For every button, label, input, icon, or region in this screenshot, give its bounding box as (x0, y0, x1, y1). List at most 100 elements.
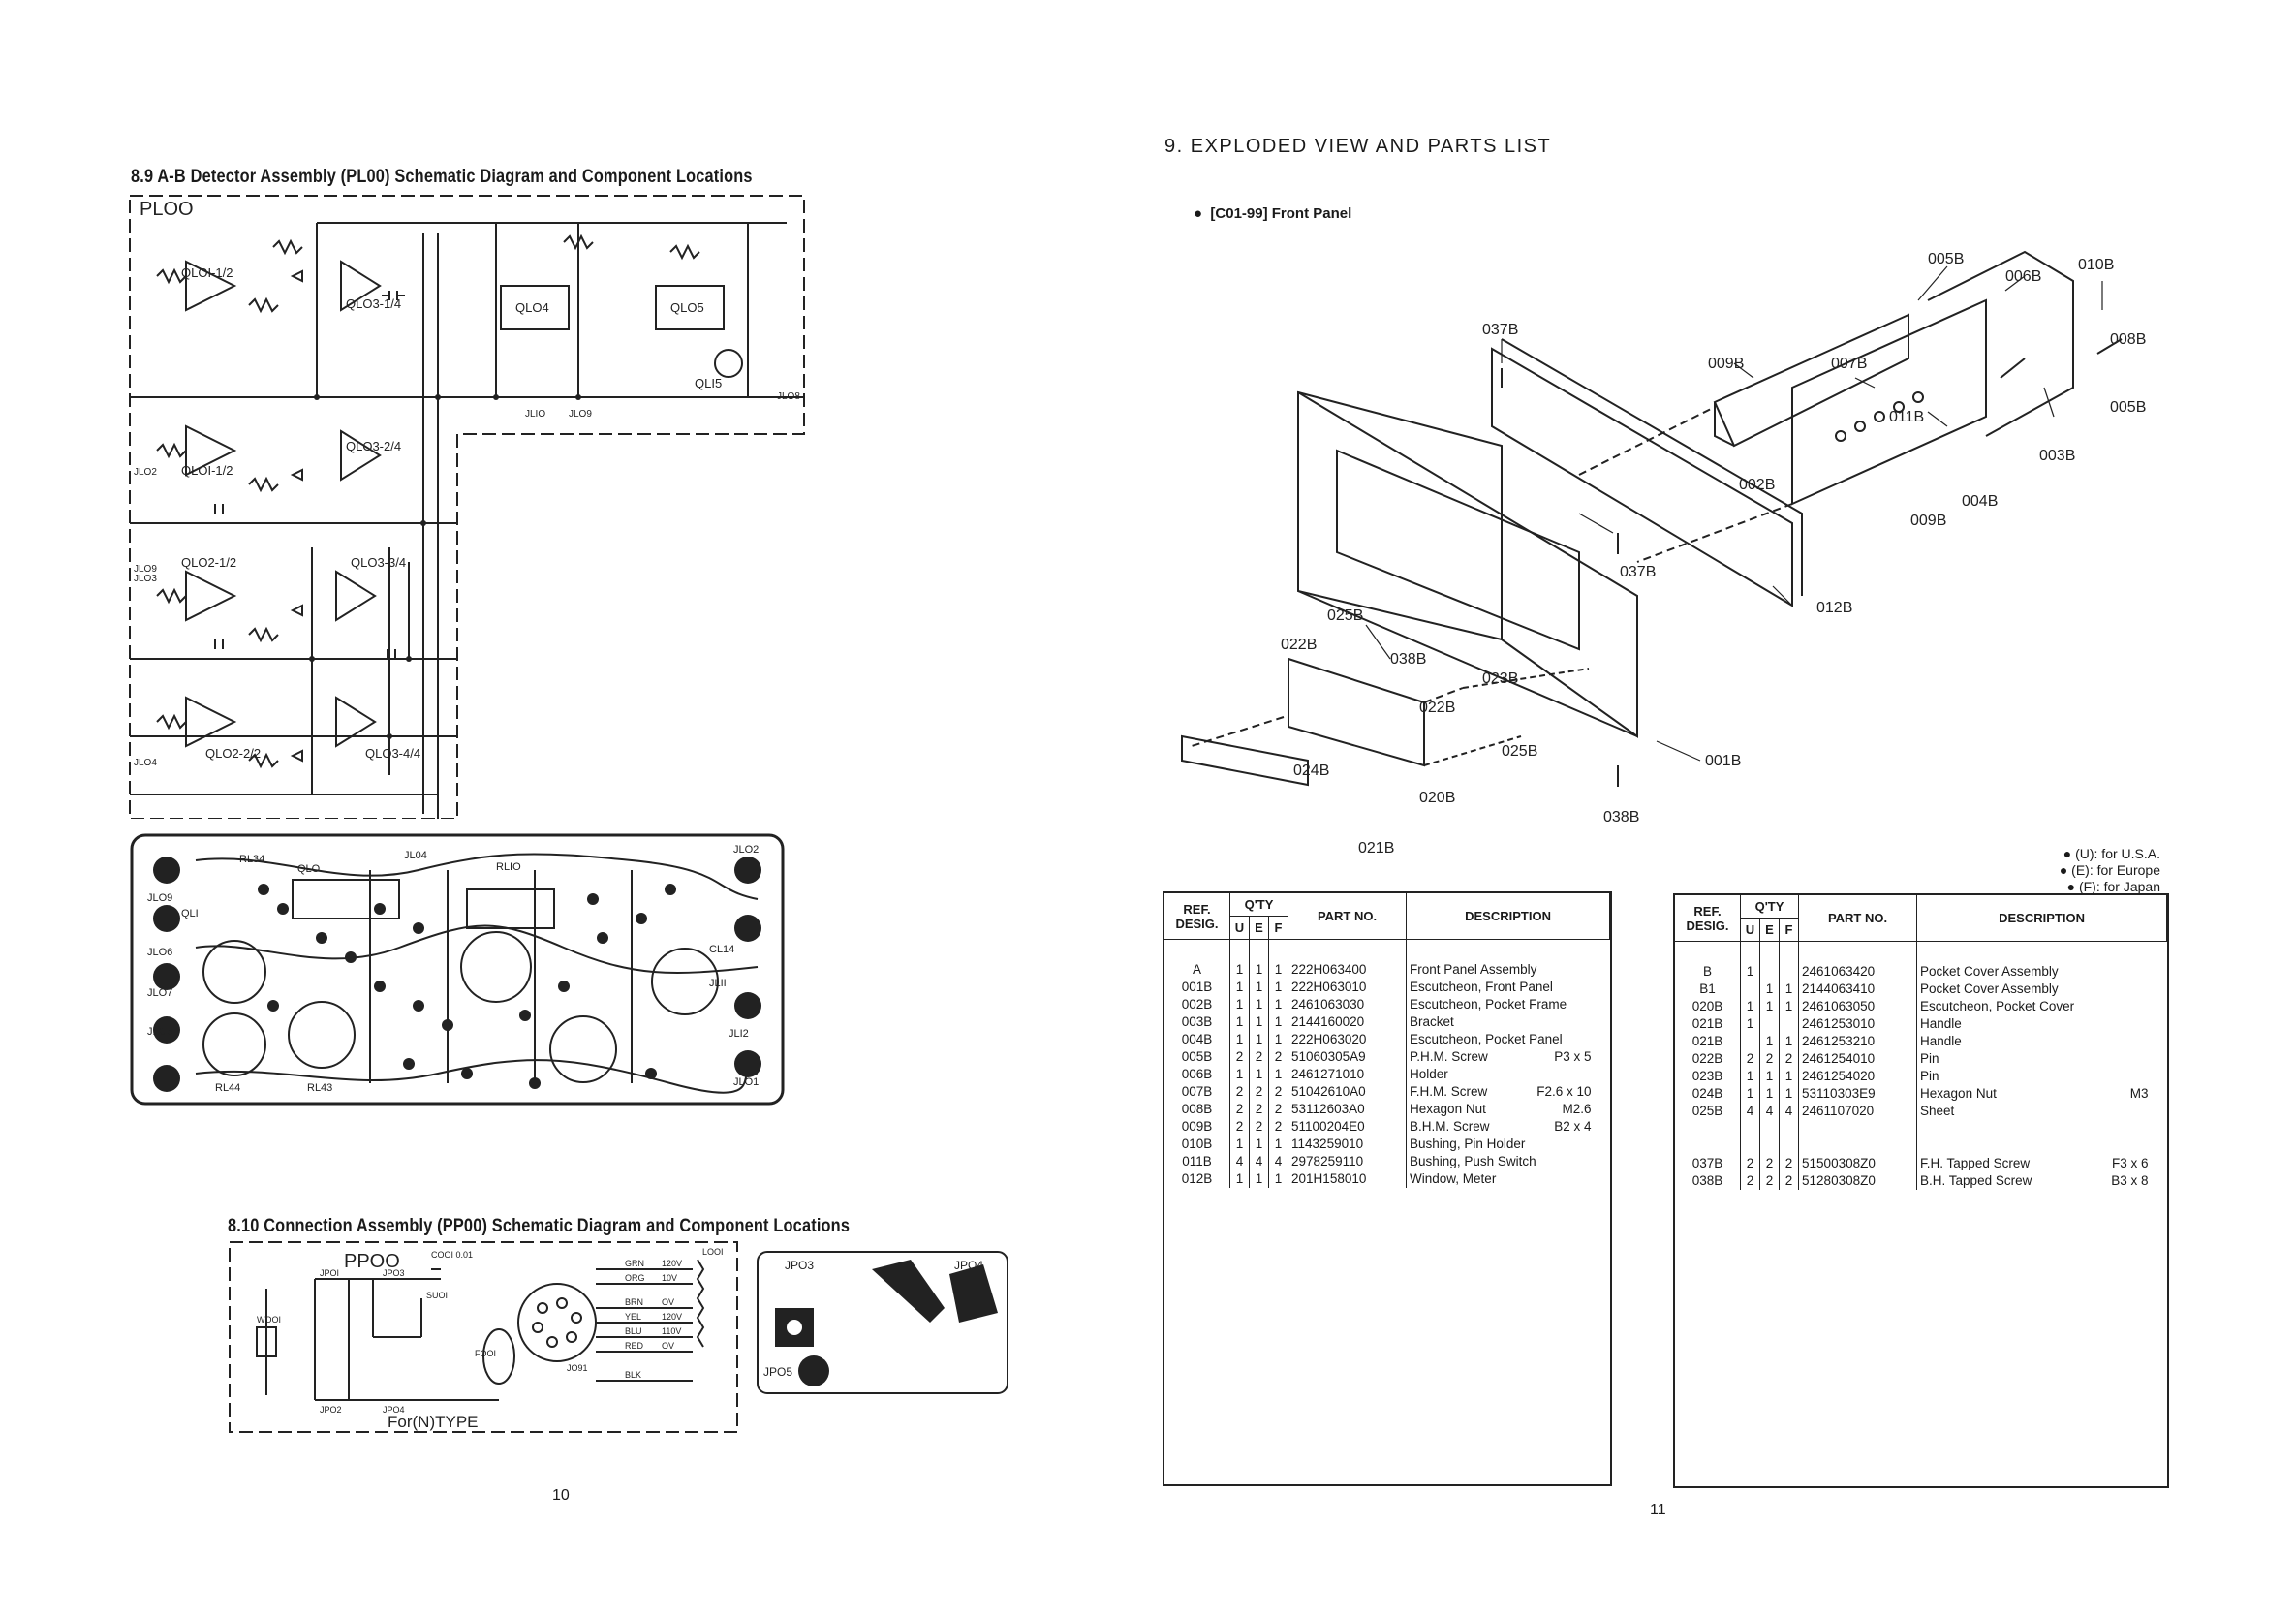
qty-f-cell: 2 (1778, 1154, 1799, 1172)
jl03-label: JLO3 (134, 574, 157, 584)
pp00-pcb-drawing: JPO3 JPO4 JPO5 (757, 1251, 1008, 1394)
part-no-cell: 2978259110 (1288, 1152, 1407, 1170)
pcb-label-jl06: JLO6 (147, 947, 172, 958)
ref-desig-cell: 038B (1674, 1171, 1741, 1190)
description-cell (1916, 1137, 2167, 1155)
pp00-120v-a: 120V (662, 1259, 682, 1268)
qty-f-cell (1778, 962, 1799, 981)
legend-europe: ● (E): for Europe (2059, 862, 2160, 878)
table-spacer-row (1674, 941, 2167, 963)
qty-u-cell: 1 (1740, 1067, 1760, 1085)
qty-e-cell: 2 (1759, 1154, 1780, 1172)
qty-f-cell: 1 (1267, 960, 1288, 979)
pp00-jpo3: JPO3 (383, 1268, 405, 1278)
part-no-cell: 2461254010 (1798, 1049, 1917, 1068)
description-cell: Bushing, Pin Holder (1406, 1135, 1610, 1153)
table-spacer-row (1164, 939, 1610, 961)
part-no-cell (1798, 1137, 1917, 1155)
callout-025b-bottom: 025B (1502, 743, 1537, 760)
callout-025b-top: 025B (1327, 608, 1363, 624)
qty-e-cell: 2 (1249, 1082, 1269, 1101)
description-text: Handle (1920, 1033, 1962, 1048)
callout-024b: 024B (1293, 763, 1329, 779)
description-cell: Escutcheon, Pocket Cover (1916, 997, 2167, 1015)
jp05-label: JPO5 (763, 1365, 792, 1379)
pp00-jpo2: JPO2 (320, 1405, 342, 1415)
part-no-cell: 53110303E9 (1798, 1084, 1917, 1103)
part-no-cell: 51500308Z0 (1798, 1154, 1917, 1172)
part-no-cell: 53112603A0 (1288, 1100, 1407, 1118)
qty-f-cell: 1 (1267, 1065, 1288, 1083)
ref-desig-cell: A (1164, 960, 1230, 979)
legend-usa: ● (U): for U.S.A. (2063, 846, 2160, 861)
qty-u-cell: 1 (1229, 1169, 1250, 1188)
description-cell: Escutcheon, Front Panel (1406, 978, 1610, 996)
ref-desig-cell: 020B (1674, 997, 1741, 1015)
description-text: Handle (1920, 1015, 1962, 1031)
description-cell: Handle (1916, 1014, 2167, 1033)
part-no-cell (1798, 1119, 1917, 1137)
ref-desig-cell: 008B (1164, 1100, 1230, 1118)
legend-japan: ● (F): for Japan (2066, 879, 2160, 894)
qty-f-cell: 4 (1778, 1102, 1799, 1120)
page-number-left: 10 (552, 1487, 570, 1504)
pcb-label-jl11: JLII (709, 978, 727, 989)
section-9-title: 9. EXPLODED VIEW AND PARTS LIST (1164, 136, 1552, 157)
qty-e-cell: 1 (1759, 1032, 1780, 1050)
qty-u-cell: 1 (1229, 995, 1250, 1013)
jl02-label: JLO2 (134, 467, 157, 478)
ref-desig-cell: 023B (1674, 1067, 1741, 1085)
qty-u-cell: 2 (1229, 1047, 1250, 1066)
ref-desig-cell: 005B (1164, 1047, 1230, 1066)
ref-desig-cell: 002B (1164, 995, 1230, 1013)
description-text: Pin (1920, 1068, 1939, 1083)
ref-desig-cell: 012B (1164, 1169, 1230, 1188)
qty-u-cell: 1 (1229, 960, 1250, 979)
jp03-label: JPO3 (785, 1259, 814, 1272)
description-spec: F3 x 6 (2112, 1155, 2149, 1170)
qty-f-cell: 1 (1778, 997, 1799, 1015)
jl08-label: JLO8 (777, 391, 800, 402)
qty-e-cell: 1 (1249, 1030, 1269, 1048)
part-no-cell: 222H063020 (1288, 1030, 1407, 1048)
qlo3-4-label: QLO3-4/4 (365, 746, 420, 761)
qlo5-label: QLO5 (670, 300, 704, 315)
ref-desig-cell: B (1674, 962, 1741, 981)
ref-desig-cell: 024B (1674, 1084, 1741, 1103)
callout-038b-bottom: 038B (1603, 809, 1639, 826)
pp00-schematic-drawing: PPOO For(N)TYPE JPOI JPO3 JPO2 JPO4 SUOI… (229, 1241, 738, 1433)
pp00-blu: BLU (625, 1326, 642, 1336)
qty-e-cell: 1 (1759, 997, 1780, 1015)
ref-desig-cell: 001B (1164, 978, 1230, 996)
jl09b-label: JLO9 (134, 564, 157, 575)
description-text: Bushing, Pin Holder (1410, 1136, 1526, 1151)
pp00-pcb-layout: JPO3 JPO4 JPO5 (756, 1250, 1009, 1395)
pp00-yel: YEL (625, 1312, 641, 1322)
part-no-cell: 2461063420 (1798, 962, 1917, 981)
qty-f-cell: 2 (1267, 1082, 1288, 1101)
header-ref-desig: REF. DESIG. (1164, 892, 1230, 940)
header-description: DESCRIPTION (1916, 894, 2168, 942)
description-cell: Pin (1916, 1067, 2167, 1085)
qty-f-cell: 2 (1778, 1171, 1799, 1190)
description-cell (1916, 1119, 2167, 1137)
qty-e-cell: 2 (1759, 1171, 1780, 1190)
pcb-label-jl05: JLO5 (147, 1026, 172, 1038)
qty-u-cell: 1 (1740, 962, 1760, 981)
callout-009b-top: 009B (1708, 356, 1744, 372)
qty-f-cell: 2 (1778, 1049, 1799, 1068)
qty-e-cell: 4 (1249, 1152, 1269, 1170)
description-cell: Front Panel Assembly (1406, 960, 1610, 979)
ref-desig-cell: 025B (1674, 1102, 1741, 1120)
description-cell: Handle (1916, 1032, 2167, 1050)
ref-desig-cell (1674, 1119, 1741, 1137)
